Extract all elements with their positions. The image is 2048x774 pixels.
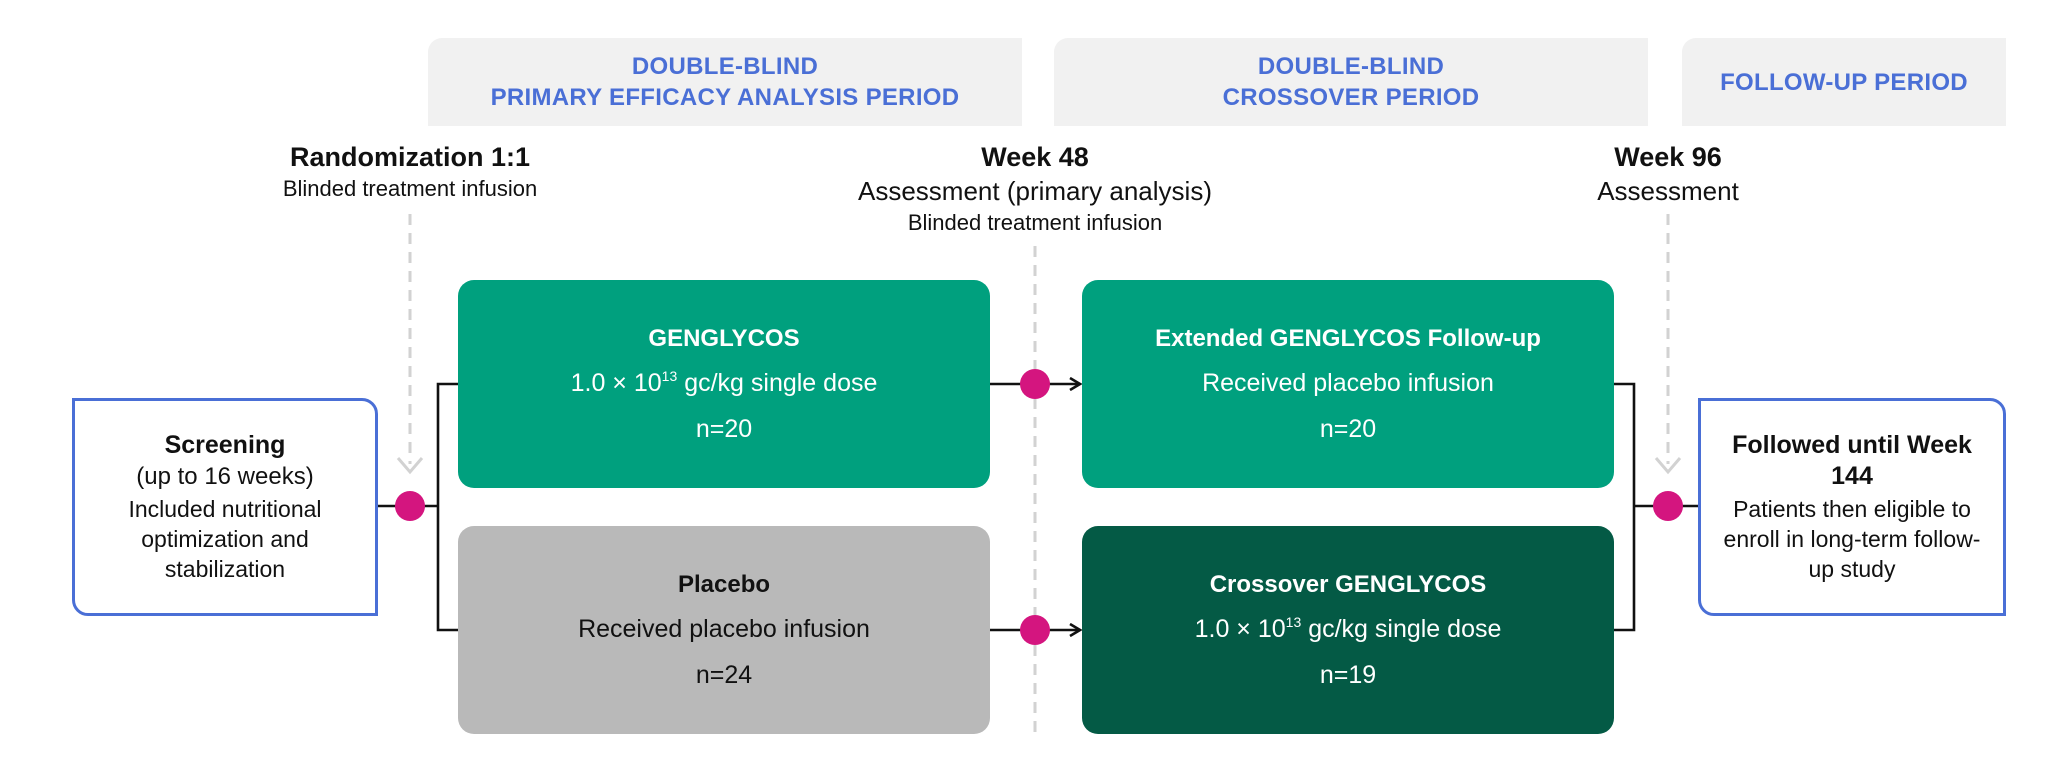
arm-extended-followup: Extended GENGLYCOS Follow-up Received pl… — [1082, 280, 1614, 488]
randomization-title: Randomization 1:1 — [289, 142, 531, 172]
arm-extended-title: Extended GENGLYCOS Follow-up — [1155, 325, 1541, 352]
week48-title: Week 48 — [981, 142, 1089, 172]
period-tab-crossover-line2: CROSSOVER PERIOD — [1222, 84, 1480, 111]
randomization-down-arrow — [396, 457, 424, 475]
randomization-branch — [436, 382, 458, 632]
week96-down-arrow — [1654, 457, 1682, 475]
randomization-sub: Blinded treatment infusion — [282, 176, 538, 201]
arm-crossover-dose: 1.0 × 1013 gc/kg single dose — [1194, 614, 1502, 643]
period-tab-followup-line1: FOLLOW-UP PERIOD — [1720, 68, 1968, 96]
followup-title: Followed until Week 144 — [1732, 431, 1972, 490]
screening-title: Screening — [164, 431, 286, 459]
followup-merge — [1614, 382, 1636, 632]
period-tab-crossover: DOUBLE-BLIND CROSSOVER PERIOD — [1054, 38, 1648, 126]
milestone-week48: Week 48 Assessment (primary analysis) Bl… — [815, 140, 1255, 238]
period-tab-primary-efficacy: DOUBLE-BLIND PRIMARY EFFICACY ANALYSIS P… — [428, 38, 1022, 126]
arm-crossover: Crossover GENGLYCOS 1.0 × 1013 gc/kg sin… — [1082, 526, 1614, 734]
period-tab-crossover-line1: DOUBLE-BLIND — [1257, 53, 1445, 80]
week48-sub1: Assessment (primary analysis) — [858, 176, 1212, 206]
screening-box: Screening (up to 16 weeks) Included nutr… — [72, 398, 378, 616]
arm-extended-line: Received placebo infusion — [1202, 369, 1494, 397]
screening-sub: (up to 16 weeks) — [136, 463, 314, 490]
arm-placebo-n: n=24 — [695, 661, 753, 689]
week96-sub1: Assessment — [1597, 176, 1739, 206]
arm-placebo-line: Received placebo infusion — [578, 615, 870, 643]
week48-sub2: Blinded treatment infusion — [907, 210, 1163, 235]
period-tab-primary-line1: DOUBLE-BLIND — [631, 53, 819, 80]
followup-text: Patients then eligible to enroll in long… — [1723, 496, 1981, 582]
arm-crossover-title: Crossover GENGLYCOS — [1209, 571, 1487, 598]
week96-title: Week 96 — [1614, 142, 1722, 172]
milestone-randomization: Randomization 1:1 Blinded treatment infu… — [230, 140, 590, 204]
followup-box: Followed until Week 144 Patients then el… — [1698, 398, 2006, 616]
arm-genglycos-n: n=20 — [695, 415, 753, 443]
arm-crossover-n: n=19 — [1319, 661, 1377, 689]
period-tab-followup: FOLLOW-UP PERIOD — [1682, 38, 2006, 126]
week48-lower-node — [1020, 615, 1050, 645]
screening-text: Included nutritional optimization and st… — [128, 496, 322, 582]
arm-genglycos: GENGLYCOS 1.0 × 1013 gc/kg single dose n… — [458, 280, 990, 488]
period-tab-primary-line2: PRIMARY EFFICACY ANALYSIS PERIOD — [490, 84, 960, 111]
milestone-week96: Week 96 Assessment — [1538, 140, 1798, 208]
arm-genglycos-title: GENGLYCOS — [648, 325, 800, 352]
arm-placebo-title: Placebo — [677, 571, 771, 598]
week48-upper-node — [1020, 369, 1050, 399]
randomization-node — [395, 491, 425, 521]
arm-genglycos-dose: 1.0 × 1013 gc/kg single dose — [570, 368, 878, 397]
arm-extended-n: n=20 — [1319, 415, 1377, 443]
arm-placebo: Placebo Received placebo infusion n=24 — [458, 526, 990, 734]
week96-node — [1653, 491, 1683, 521]
